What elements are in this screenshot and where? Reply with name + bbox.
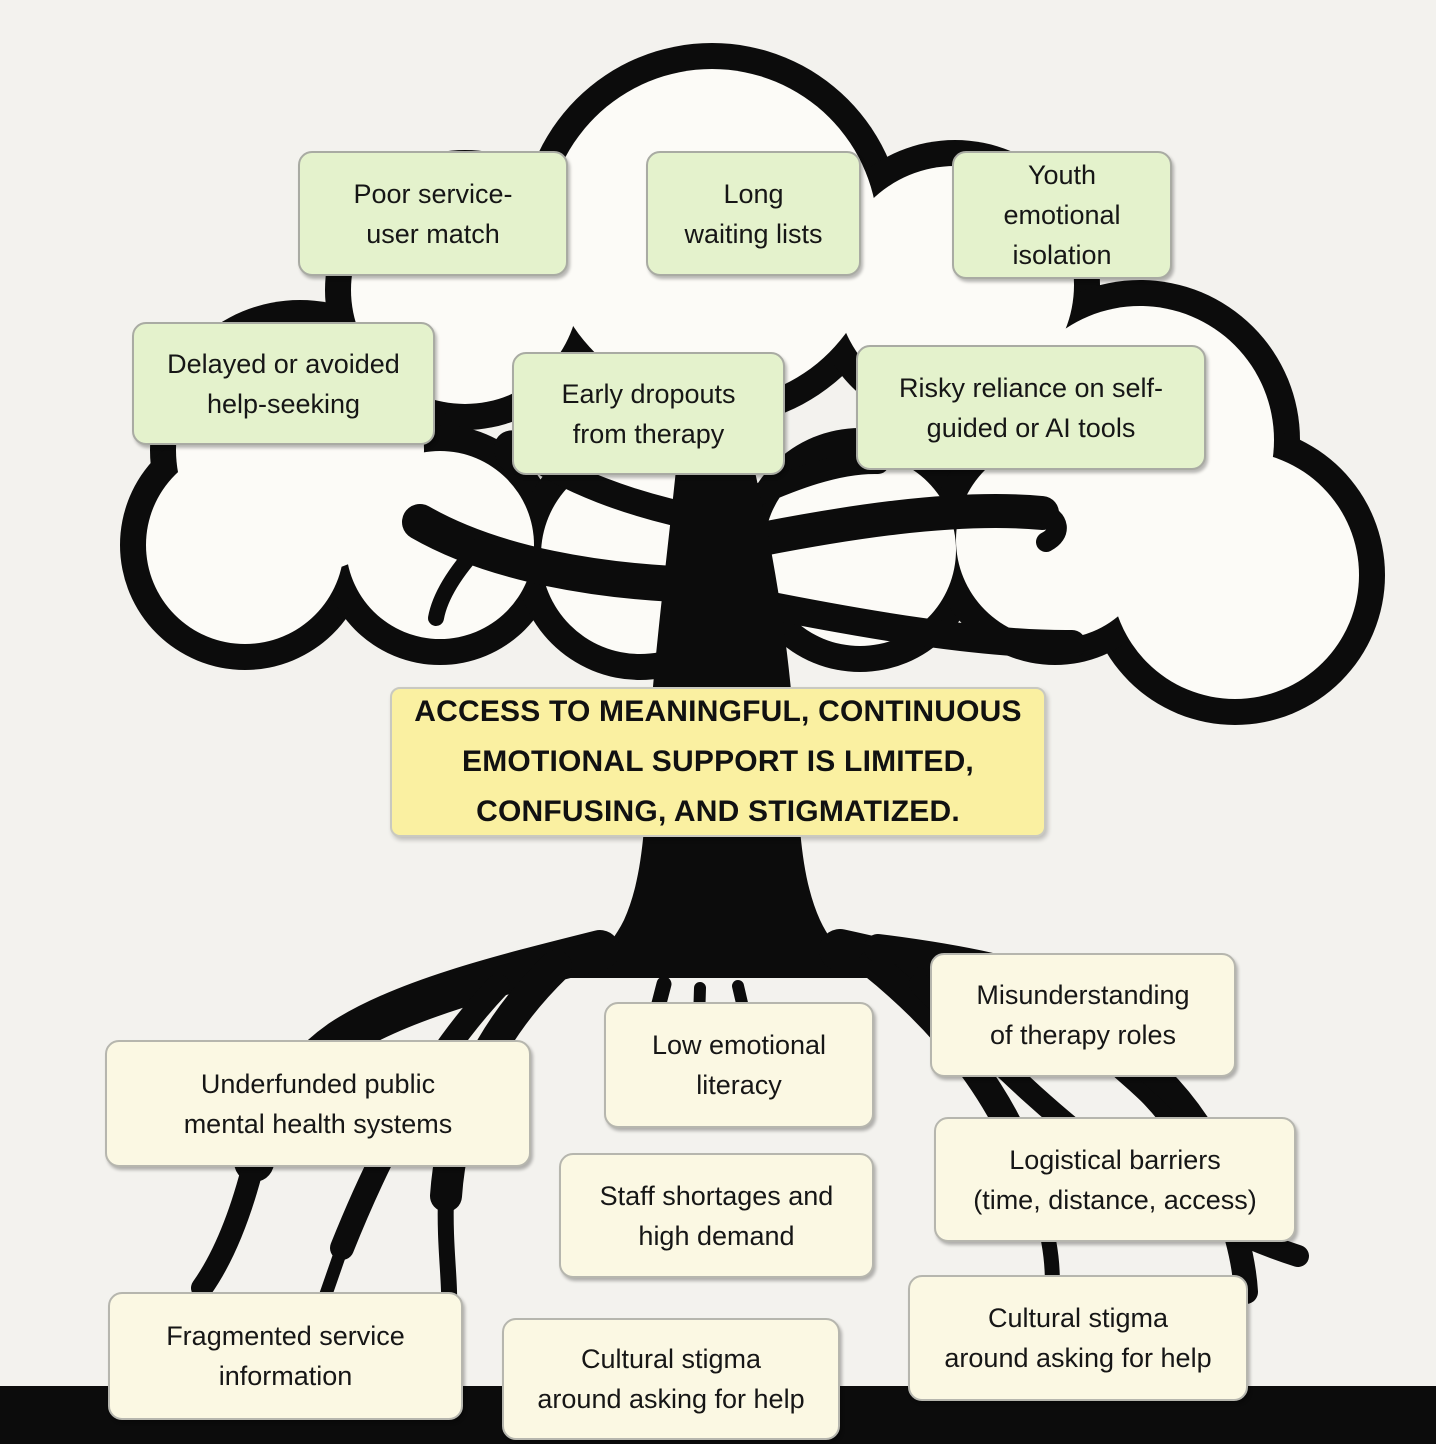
effect-box-delayed-help-seeking: Delayed or avoided help-seeking [132, 322, 435, 445]
effect-box-poor-service-user-match: Poor service- user match [298, 151, 568, 276]
cause-label: Staff shortages and high demand [599, 1180, 834, 1251]
cause-label: Cultural stigma around asking for help [944, 1303, 1212, 1373]
cause-label: Misunderstanding of therapy roles [976, 980, 1190, 1050]
effect-box-risky-reliance-ai-tools: Risky reliance on self- guided or AI too… [856, 345, 1206, 470]
cause-label: Underfunded public mental health systems [183, 1068, 453, 1139]
cause-box-logistical-barriers: Logistical barriers (time, distance, acc… [934, 1117, 1296, 1242]
cause-box-cultural-stigma-center: Cultural stigma around asking for help [502, 1318, 840, 1440]
cause-label: Logistical barriers (time, distance, acc… [973, 1144, 1257, 1215]
effect-label: Long waiting lists [684, 178, 823, 249]
cause-label: Cultural stigma around asking for help [537, 1344, 805, 1414]
effect-label: Youth emotional isolation [1003, 160, 1121, 270]
effect-label: Poor service- user match [353, 178, 513, 249]
cause-box-low-emotional-literacy: Low emotional literacy [604, 1002, 874, 1128]
effect-box-early-dropouts: Early dropouts from therapy [512, 352, 785, 475]
effect-label: Early dropouts from therapy [561, 378, 736, 449]
effect-box-youth-emotional-isolation: Youth emotional isolation [952, 151, 1172, 279]
core-problem-box: ACCESS TO MEANINGFUL, CONTINUOUS EMOTION… [390, 687, 1046, 837]
cause-label: Fragmented service information [166, 1321, 405, 1391]
cause-box-cultural-stigma-right: Cultural stigma around asking for help [908, 1275, 1248, 1401]
effect-box-long-waiting-lists: Long waiting lists [646, 151, 861, 276]
core-problem-label: ACCESS TO MEANINGFUL, CONTINUOUS EMOTION… [414, 695, 1022, 828]
cause-box-staff-shortages: Staff shortages and high demand [559, 1153, 874, 1278]
effect-label: Delayed or avoided help-seeking [167, 348, 400, 419]
cause-box-misunderstanding-therapy-roles: Misunderstanding of therapy roles [930, 953, 1236, 1077]
cause-box-underfunded-systems: Underfunded public mental health systems [105, 1040, 531, 1167]
cause-label: Low emotional literacy [651, 1030, 827, 1100]
effect-label: Risky reliance on self- guided or AI too… [898, 372, 1164, 443]
cause-box-fragmented-service-information: Fragmented service information [108, 1292, 463, 1420]
